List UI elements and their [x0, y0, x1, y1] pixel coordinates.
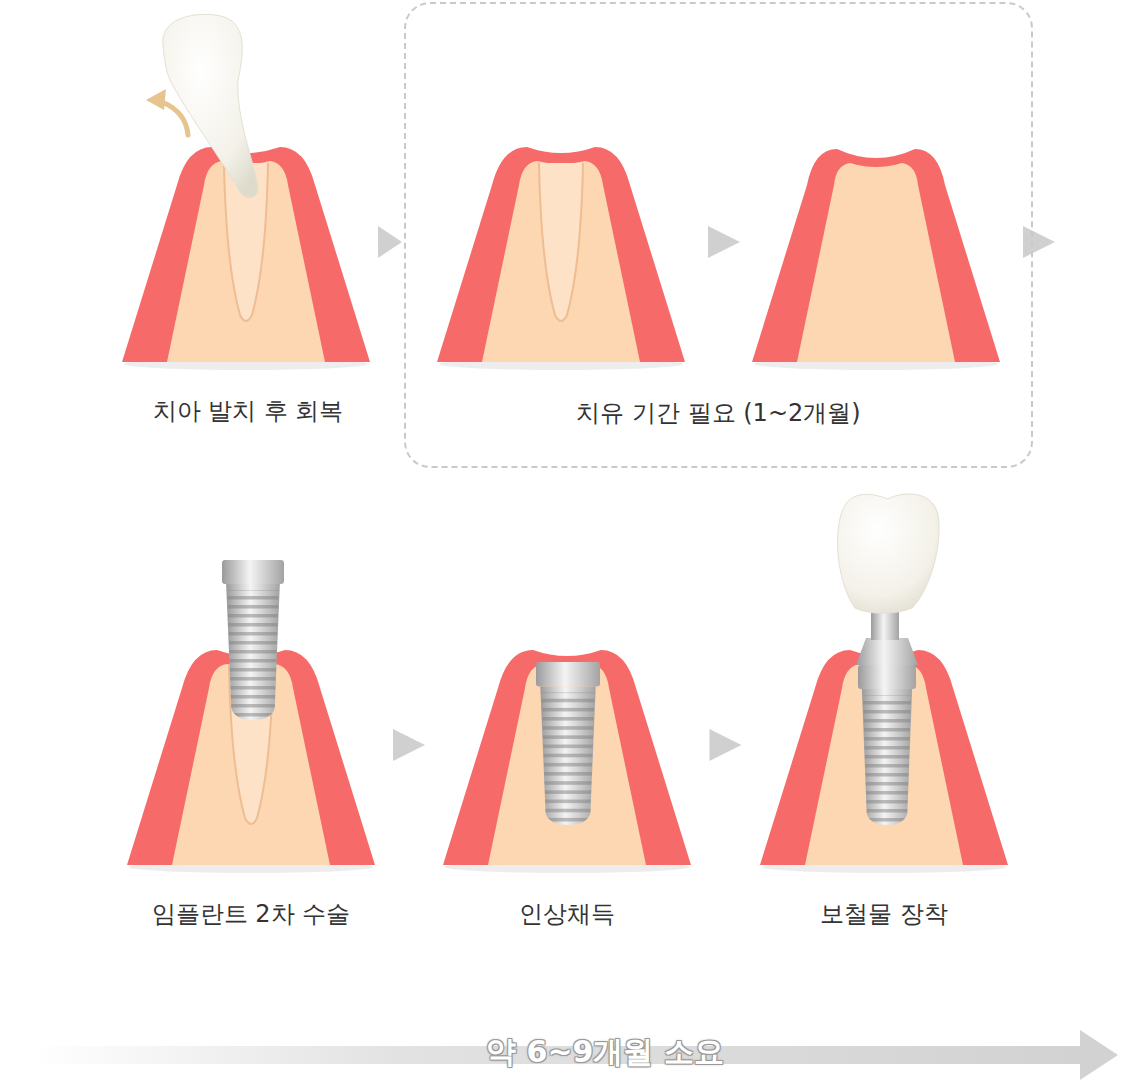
stage-box: 치아 발치 후 회복	[120, 130, 376, 430]
stage-box: 임플란트 2차 수술	[125, 480, 377, 940]
extraction-stage	[122, 14, 370, 370]
impression-stage	[443, 650, 691, 873]
stage-caption: 보철물 장착	[758, 898, 1010, 930]
step-arrow	[710, 729, 742, 761]
healing-period-box: 치유 기간 필요 (1~2개월)	[404, 2, 1033, 468]
duration-bar	[30, 1030, 1118, 1080]
stage-box: 인상채득	[441, 480, 693, 940]
healed-stage	[752, 149, 1000, 370]
stage-box: 보철물 장착	[758, 480, 1010, 940]
step-arrow	[708, 226, 740, 258]
healing-stage	[437, 147, 685, 370]
prosthesis-stage	[760, 494, 1008, 873]
second-surgery-stage	[127, 560, 375, 873]
step-arrow	[393, 729, 425, 761]
stage-caption: 치유 기간 필요 (1~2개월)	[406, 397, 1031, 429]
stage-caption: 치아 발치 후 회복	[120, 395, 376, 427]
stage-caption: 임플란트 2차 수술	[125, 898, 377, 930]
stage-caption: 인상채득	[441, 898, 693, 930]
step-arrow	[1023, 226, 1055, 258]
duration-label: 약 6~9개월 소요	[380, 1032, 830, 1073]
step-arrow	[378, 226, 402, 258]
